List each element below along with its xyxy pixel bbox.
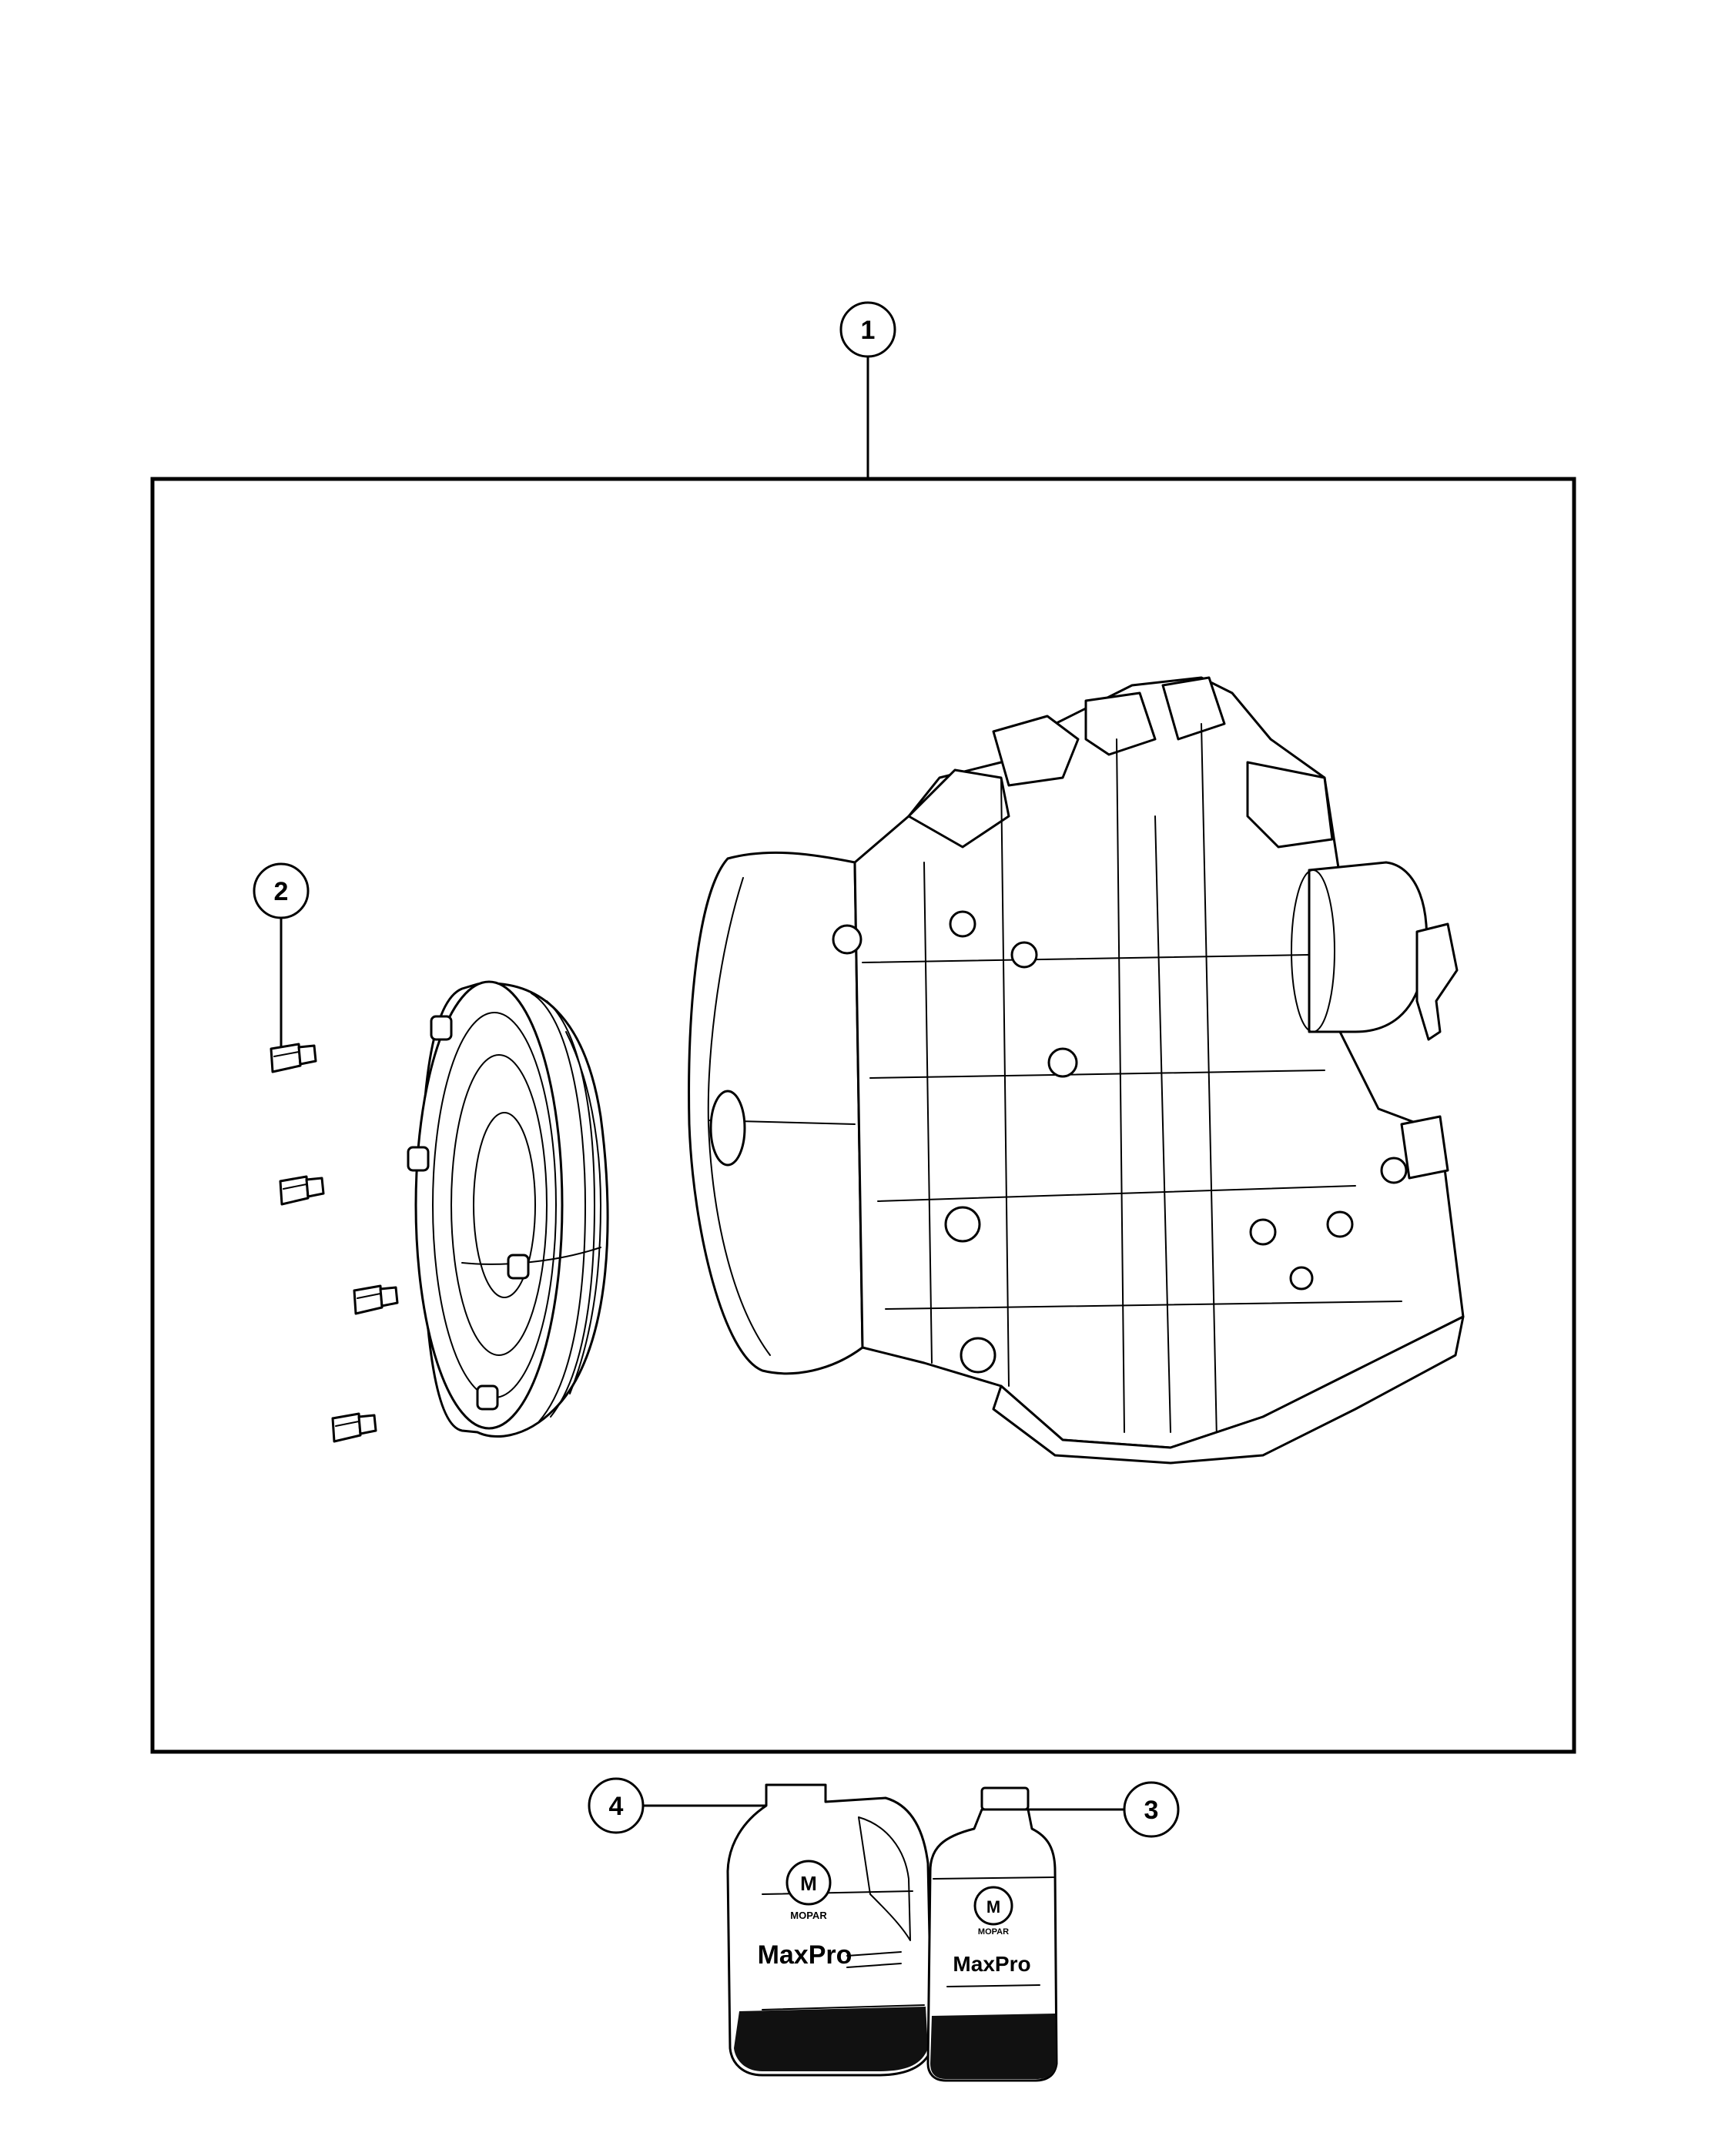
callout-3-label: 3 bbox=[1144, 1796, 1159, 1825]
svg-text:M: M bbox=[986, 1897, 1000, 1917]
bottle-brand-small: MOPAR bbox=[978, 1927, 1009, 1937]
callout-4-label: 4 bbox=[609, 1792, 624, 1821]
bolt-2 bbox=[279, 1175, 325, 1206]
callout-1[interactable]: 1 bbox=[839, 301, 896, 358]
jug-brand-small: MOPAR bbox=[790, 1910, 827, 1921]
fluid-jug: M MOPAR MaxPro bbox=[726, 1783, 933, 2077]
bolt-1 bbox=[270, 1043, 317, 1073]
jug-brand-name: MaxPro bbox=[758, 1940, 852, 1970]
fluid-bottle: M MOPAR MaxPro bbox=[926, 1786, 1058, 2082]
bolt-4 bbox=[331, 1412, 377, 1443]
transmission bbox=[688, 676, 1465, 1465]
callout-2[interactable]: 2 bbox=[253, 862, 310, 919]
torque-converter bbox=[407, 980, 609, 1438]
bottle-brand-name: MaxPro bbox=[953, 1952, 1030, 1976]
callout-1-label: 1 bbox=[861, 316, 876, 345]
callout-4[interactable]: 4 bbox=[588, 1777, 645, 1834]
svg-text:M: M bbox=[800, 1872, 817, 1895]
callout-3[interactable]: 3 bbox=[1123, 1781, 1180, 1838]
assembly-frame bbox=[150, 477, 1576, 1754]
bolt-3 bbox=[353, 1284, 399, 1315]
callout-2-label: 2 bbox=[274, 877, 289, 906]
